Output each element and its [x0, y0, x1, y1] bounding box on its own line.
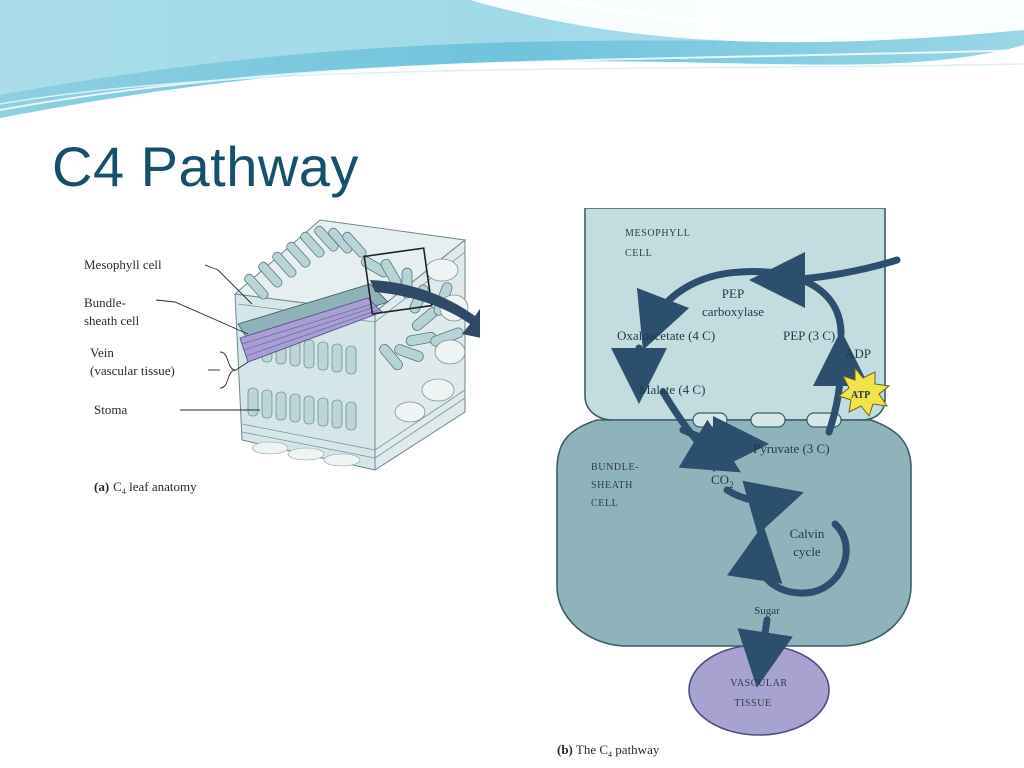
label-bundle-sheath-2: sheath cell	[84, 313, 140, 328]
slide-title: C4 Pathway	[52, 135, 359, 198]
label-bundle-2: sheath	[591, 480, 633, 491]
plasmodesmata	[692, 412, 842, 428]
spongy-cells	[394, 258, 469, 423]
label-vascular-tissue: tissue	[734, 698, 772, 709]
header-banner	[0, 0, 1024, 118]
label-mesophyll-cell: Mesophyll cell	[84, 257, 162, 272]
label-pep-3c: PEP (3 C)	[783, 328, 835, 343]
arrow-sugar-vascular	[737, 616, 793, 688]
leaf-anatomy-figure: Mesophyll cell Bundle- sheath cell Vein …	[84, 219, 480, 496]
label-pep: PEP	[722, 286, 744, 301]
mesophyll-columns	[244, 225, 367, 300]
bundle-sheath-cell-shape	[556, 419, 912, 647]
label-sugar: Sugar	[754, 605, 780, 617]
caption-leaf-anatomy: (a)C4 leaf anatomy	[94, 479, 197, 496]
arrow-co2-calvin	[723, 480, 804, 535]
label-bundle-1: Bundle-	[591, 462, 639, 473]
label-mesophyll: Mesophyll	[625, 228, 690, 239]
arrow-calvin-cycle	[727, 520, 850, 597]
label-pyruvate: Pyruvate (3 C)	[753, 441, 830, 456]
label-calvin: Calvin	[790, 526, 825, 541]
zoom-arrow-icon	[370, 280, 480, 338]
arrow-to-pyruvate	[679, 415, 769, 472]
c4-pathway-figure: Mesophyll cell PEP carboxylase Oxaloacet…	[556, 208, 912, 759]
zoom-box	[363, 247, 433, 315]
label-vein-2: (vascular tissue)	[90, 363, 175, 378]
arrow-co2-entry	[749, 251, 901, 308]
label-co2: CO2	[711, 472, 734, 490]
label-mesophyll-cell-b: cell	[625, 248, 652, 259]
atp-burst-icon	[837, 366, 891, 418]
label-pep-carboxylase: carboxylase	[702, 304, 764, 319]
label-oxaloacetate: Oxaloacetate (4 C)	[617, 328, 715, 343]
label-bundle-sheath-1: Bundle-	[84, 295, 126, 310]
caption-c4-pathway: (b) The C4 pathway	[557, 742, 660, 759]
label-calvin-cycle: cycle	[793, 544, 821, 559]
label-vein-1: Vein	[90, 345, 114, 360]
label-malate: Malate (4 C)	[639, 382, 705, 397]
label-atp: ATP	[851, 390, 870, 401]
label-adp: ADP	[845, 346, 871, 361]
label-vascular: Vascular	[730, 678, 787, 689]
kranz-cells	[360, 256, 464, 371]
arrow-pep-cycle	[636, 268, 845, 351]
label-bundle-3: cell	[591, 498, 618, 509]
arrow-pyruvate-pep	[812, 330, 869, 436]
label-stoma: Stoma	[94, 402, 127, 417]
